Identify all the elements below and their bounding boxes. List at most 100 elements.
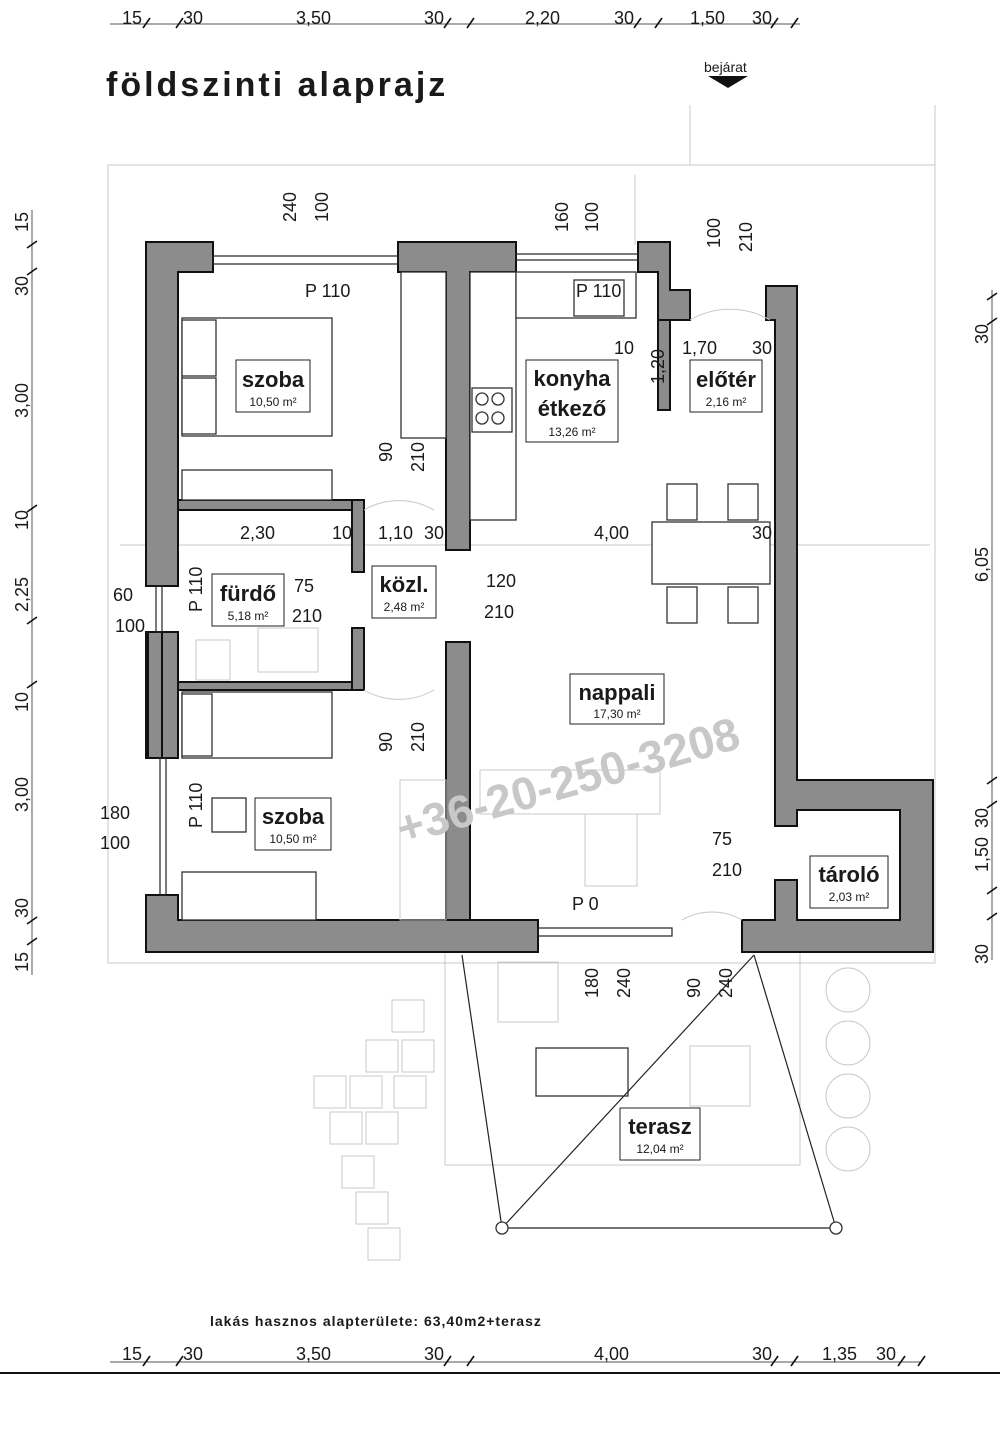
svg-text:30: 30 — [424, 523, 444, 543]
svg-text:120: 120 — [486, 571, 516, 591]
left-dim-5: 2,25 — [12, 577, 32, 612]
furniture — [181, 271, 871, 1261]
left-dim-1: 15 — [12, 212, 32, 232]
right-dim-1: 30 — [972, 324, 992, 344]
svg-text:P 110: P 110 — [186, 567, 206, 612]
top-dim-3: 3,50 — [296, 8, 331, 28]
svg-text:180: 180 — [582, 968, 602, 998]
entrance-label: bejárat — [704, 59, 747, 75]
svg-text:2,16 m²: 2,16 m² — [706, 395, 747, 409]
svg-text:P 0: P 0 — [572, 894, 599, 914]
left-dim-9: 15 — [12, 952, 32, 972]
bottom-dim-1: 15 — [122, 1344, 142, 1364]
svg-text:90: 90 — [376, 442, 396, 462]
left-dim-7: 3,00 — [12, 777, 32, 812]
svg-text:210: 210 — [408, 442, 428, 472]
bottom-dim-7: 1,35 — [822, 1344, 857, 1364]
svg-text:12,04 m²: 12,04 m² — [636, 1142, 683, 1156]
svg-text:90: 90 — [376, 732, 396, 752]
footer-note: lakás hasznos alapterülete: 63,40m2+tera… — [210, 1313, 542, 1329]
svg-text:közl.: közl. — [380, 572, 429, 597]
svg-text:1,70: 1,70 — [682, 338, 717, 358]
svg-text:előtér: előtér — [696, 367, 756, 392]
room-tarolo: tároló 2,03 m² — [809, 855, 889, 909]
svg-text:fürdő: fürdő — [220, 581, 276, 606]
inner-dimensions: 240 100 160 100 100 210 P 110 P 110 10 1… — [100, 192, 772, 998]
watermark-text: +36-20-250-3208 — [390, 707, 745, 855]
svg-text:1,20: 1,20 — [648, 349, 668, 384]
bottom-dim-6: 30 — [752, 1344, 772, 1364]
svg-text:4,00: 4,00 — [594, 523, 629, 543]
svg-text:30: 30 — [752, 523, 772, 543]
right-dim-4: 1,50 — [972, 837, 992, 872]
room-eloter: előtér 2,16 m² — [689, 359, 763, 413]
svg-text:13,26 m²: 13,26 m² — [548, 425, 595, 439]
top-dim-7: 1,50 — [690, 8, 725, 28]
walls — [145, 241, 934, 953]
svg-text:30: 30 — [752, 338, 772, 358]
svg-text:2,48 m²: 2,48 m² — [384, 600, 425, 614]
svg-text:210: 210 — [484, 602, 514, 622]
svg-text:P 110: P 110 — [186, 783, 206, 828]
svg-text:240: 240 — [716, 968, 736, 998]
svg-text:étkező: étkező — [538, 396, 606, 421]
svg-text:100: 100 — [100, 833, 130, 853]
svg-text:10,50 m²: 10,50 m² — [269, 832, 316, 846]
room-terasz: terasz 12,04 m² — [619, 1107, 701, 1161]
room-kozl: közl. 2,48 m² — [371, 565, 437, 619]
room-konyha: konyha étkező 13,26 m² — [525, 359, 619, 443]
room-szoba-2: szoba 10,50 m² — [254, 797, 332, 851]
svg-text:90: 90 — [684, 978, 704, 998]
top-dim-4: 30 — [424, 8, 444, 28]
top-dim-6: 30 — [614, 8, 634, 28]
svg-text:100: 100 — [582, 202, 602, 232]
bottom-dim-2: 30 — [183, 1344, 203, 1364]
room-labels: szoba 10,50 m² konyha étkező 13,26 m² el… — [211, 359, 889, 1161]
svg-text:10: 10 — [332, 523, 352, 543]
svg-text:szoba: szoba — [242, 367, 305, 392]
left-dim-2: 30 — [12, 276, 32, 296]
svg-text:210: 210 — [292, 606, 322, 626]
svg-text:5,18 m²: 5,18 m² — [228, 609, 269, 623]
svg-text:100: 100 — [704, 218, 724, 248]
bottom-dim-3: 3,50 — [296, 1344, 331, 1364]
left-dim-3: 3,00 — [12, 383, 32, 418]
top-dim-1: 15 — [122, 8, 142, 28]
right-dimension-line: 30 6,05 30 1,50 30 — [972, 290, 998, 964]
svg-text:2,03 m²: 2,03 m² — [829, 890, 870, 904]
svg-text:60: 60 — [113, 585, 133, 605]
svg-text:240: 240 — [614, 968, 634, 998]
svg-text:tároló: tároló — [818, 862, 879, 887]
windows — [155, 253, 673, 937]
svg-text:konyha: konyha — [533, 366, 611, 391]
top-dim-5: 2,20 — [525, 8, 560, 28]
right-dim-3: 30 — [972, 808, 992, 828]
svg-text:10,50 m²: 10,50 m² — [249, 395, 296, 409]
svg-text:P 110: P 110 — [305, 281, 350, 301]
bottom-dim-8: 30 — [876, 1344, 896, 1364]
right-dim-5: 30 — [972, 944, 992, 964]
plan-title: földszinti alaprajz — [106, 66, 448, 104]
entrance-marker: bejárat — [704, 59, 748, 88]
svg-text:210: 210 — [712, 860, 742, 880]
svg-text:nappali: nappali — [578, 680, 655, 705]
room-szoba-1: szoba 10,50 m² — [235, 359, 311, 413]
svg-text:szoba: szoba — [262, 804, 325, 829]
svg-text:2,30: 2,30 — [240, 523, 275, 543]
top-dimension-line: 15 30 3,50 30 2,20 30 1,50 30 — [110, 8, 800, 29]
top-dim-8: 30 — [752, 8, 772, 28]
right-dim-2: 6,05 — [972, 547, 992, 582]
left-dimension-line: 15 30 3,00 10 2,25 10 3,00 30 15 — [12, 210, 38, 975]
room-furdo: fürdő 5,18 m² — [211, 573, 285, 627]
room-nappali: nappali 17,30 m² — [569, 673, 665, 725]
svg-text:75: 75 — [712, 829, 732, 849]
svg-text:terasz: terasz — [628, 1114, 692, 1139]
svg-text:10: 10 — [614, 338, 634, 358]
svg-text:P 110: P 110 — [576, 281, 621, 301]
svg-text:210: 210 — [408, 722, 428, 752]
svg-text:210: 210 — [736, 222, 756, 252]
svg-text:100: 100 — [312, 192, 332, 222]
context-lines — [107, 105, 936, 1166]
top-dim-2: 30 — [183, 8, 203, 28]
